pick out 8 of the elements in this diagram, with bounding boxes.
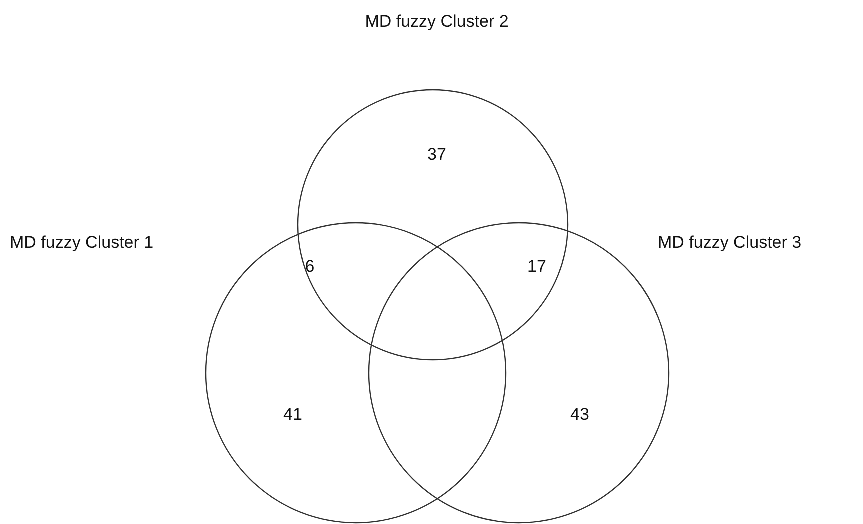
region-count: 17	[528, 257, 546, 277]
set-label: MD fuzzy Cluster 1	[10, 233, 154, 253]
region-count: 37	[428, 145, 446, 165]
set-label: MD fuzzy Cluster 3	[658, 233, 802, 253]
region-count: 6	[305, 257, 315, 277]
set-label: MD fuzzy Cluster 2	[365, 12, 509, 32]
region-count: 41	[284, 405, 302, 425]
region-count: 43	[570, 405, 590, 425]
